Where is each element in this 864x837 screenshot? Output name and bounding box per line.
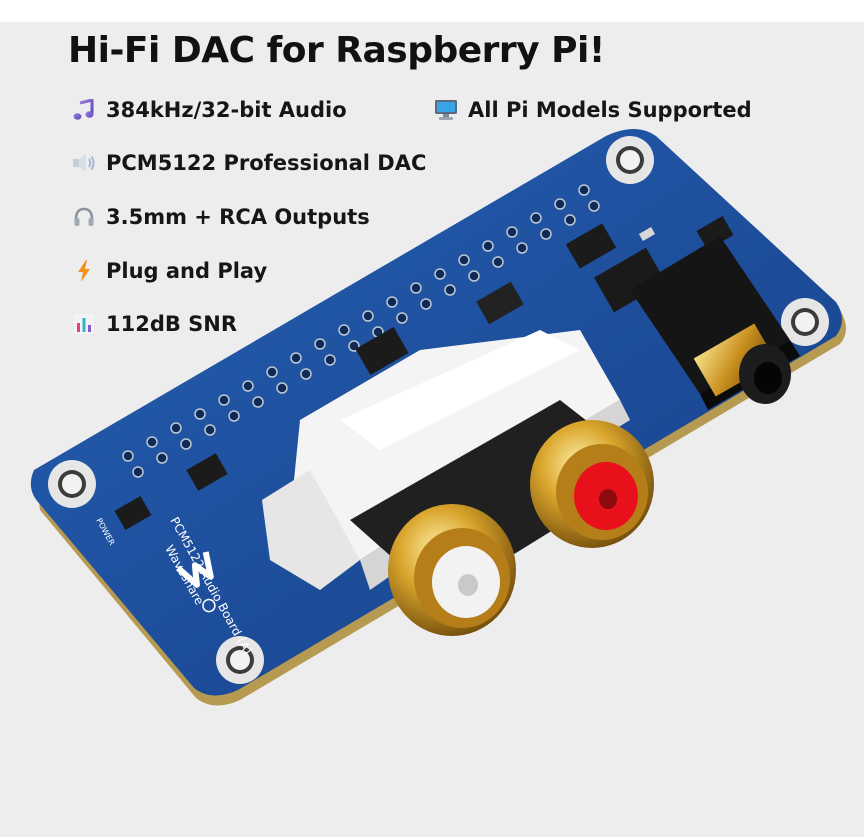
waveshare-logo [176, 551, 216, 613]
gpio-hole [540, 228, 552, 240]
gpio-hole [554, 198, 566, 210]
feature-dac: PCM5122 Professional DAC [72, 151, 426, 175]
top-strip [0, 0, 864, 22]
feature-compat: All Pi Models Supported [434, 98, 752, 122]
bar-chart-icon [72, 312, 96, 336]
gpio-hole [338, 324, 350, 336]
speaker-icon [72, 151, 96, 175]
gpio-hole [588, 200, 600, 212]
music-note-icon [72, 98, 96, 122]
gpio-hole [242, 380, 254, 392]
feature-snr: 112dB SNR [72, 312, 237, 336]
smd-components [114, 215, 746, 531]
headphones-icon [72, 205, 96, 229]
gpio-hole [180, 438, 192, 450]
gpio-hole [396, 312, 408, 324]
gpio-hole [482, 240, 494, 252]
gpio-hole [204, 424, 216, 436]
mounting-holes [48, 136, 829, 684]
gpio-hole [170, 422, 182, 434]
rca-jack-white [388, 504, 516, 636]
gpio-hole [218, 394, 230, 406]
page-title: Hi-Fi DAC for Raspberry Pi! [68, 30, 605, 71]
gpio-hole [276, 382, 288, 394]
feature-outputs: 3.5mm + RCA Outputs [72, 205, 370, 229]
gpio-hole [252, 396, 264, 408]
gpio-hole [290, 352, 302, 364]
gpio-hole [324, 354, 336, 366]
gpio-hole [314, 338, 326, 350]
feature-label: Plug and Play [106, 259, 268, 283]
feature-plug-and-play: Plug and Play [72, 259, 267, 283]
gpio-hole [506, 226, 518, 238]
gpio-header-holes [122, 184, 600, 478]
gpio-hole [194, 408, 206, 420]
gpio-hole [386, 296, 398, 308]
gpio-hole [146, 436, 158, 448]
gpio-hole [266, 366, 278, 378]
feature-label: 384kHz/32-bit Audio [106, 98, 347, 122]
gpio-hole [228, 410, 240, 422]
gpio-hole [434, 268, 446, 280]
gpio-hole [564, 214, 576, 226]
feature-label: 112dB SNR [106, 312, 238, 336]
gpio-hole [516, 242, 528, 254]
gpio-hole [156, 452, 168, 464]
gpio-hole [132, 466, 144, 478]
gpio-hole [300, 368, 312, 380]
gpio-hole [410, 282, 422, 294]
gpio-hole [492, 256, 504, 268]
gpio-hole [420, 298, 432, 310]
gpio-hole [362, 310, 374, 322]
gpio-hole [578, 184, 590, 196]
lightning-icon [72, 259, 96, 283]
feature-label: PCM5122 Professional DAC [106, 151, 427, 175]
feature-audio: 384kHz/32-bit Audio [72, 98, 347, 122]
rca-jack-red [530, 420, 654, 548]
gpio-hole [458, 254, 470, 266]
computer-icon [434, 98, 458, 122]
gpio-hole [468, 270, 480, 282]
feature-label: All Pi Models Supported [468, 98, 752, 122]
gpio-hole [122, 450, 134, 462]
headphone-jack-3-5mm [630, 236, 800, 410]
feature-label: 3.5mm + RCA Outputs [106, 205, 370, 229]
gpio-hole [530, 212, 542, 224]
gpio-hole [444, 284, 456, 296]
